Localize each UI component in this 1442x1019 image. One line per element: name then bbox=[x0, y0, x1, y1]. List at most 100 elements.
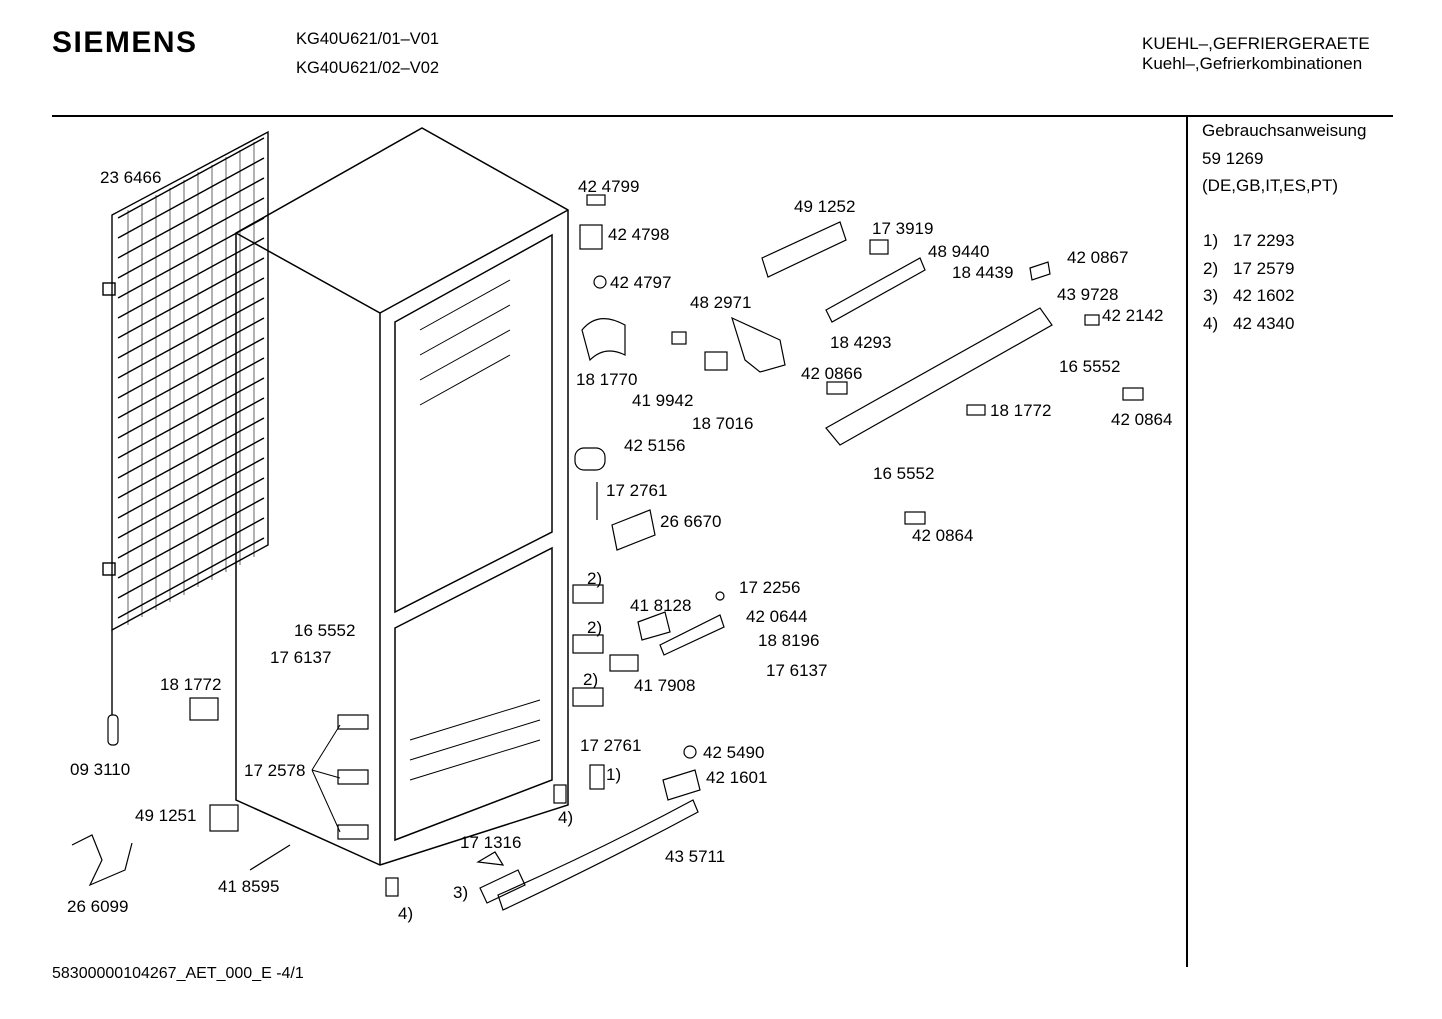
part-label: 17 3919 bbox=[872, 219, 933, 238]
part-label: 2) bbox=[583, 670, 598, 689]
part-shape bbox=[337, 769, 369, 785]
model-number-2: KG40U621/02–V02 bbox=[296, 59, 440, 77]
part-label: 42 0864 bbox=[912, 526, 973, 545]
part-label: 18 7016 bbox=[692, 414, 753, 433]
part-label: 43 5711 bbox=[665, 847, 725, 866]
part-label: 3) bbox=[453, 883, 468, 902]
part-label: 16 5552 bbox=[873, 464, 934, 483]
note-part: 42 4340 bbox=[1233, 314, 1295, 333]
part-shape bbox=[479, 869, 526, 904]
part-label: 48 9440 bbox=[928, 242, 989, 261]
part-label: 18 4439 bbox=[952, 263, 1013, 282]
part-label: 17 2761 bbox=[580, 736, 641, 755]
part-label: 17 2256 bbox=[739, 578, 800, 597]
part-label: 2) bbox=[587, 618, 602, 637]
part-label: 4) bbox=[558, 808, 573, 827]
part-label: 42 5490 bbox=[703, 743, 764, 762]
part-shape bbox=[966, 404, 986, 416]
model-number-1: KG40U621/01–V01 bbox=[296, 30, 440, 48]
part-shape bbox=[385, 877, 399, 897]
part-shape bbox=[593, 275, 607, 289]
part-label: 42 4797 bbox=[610, 273, 671, 292]
part-label: 42 0644 bbox=[746, 607, 807, 626]
part-label: 17 1316 bbox=[460, 833, 521, 852]
part-label: 18 1772 bbox=[990, 401, 1051, 420]
part-shape bbox=[579, 224, 603, 250]
part-label: 42 0866 bbox=[801, 364, 862, 383]
manual-number: 59 1269 bbox=[1202, 149, 1264, 168]
note-number: 3) bbox=[1203, 286, 1219, 305]
part-shape bbox=[904, 511, 926, 525]
part-label: 26 6670 bbox=[660, 512, 721, 531]
part-label: 41 8128 bbox=[630, 596, 691, 615]
part-label: 42 5156 bbox=[624, 436, 685, 455]
part-label: 41 9942 bbox=[632, 391, 693, 410]
header-divider bbox=[52, 115, 1393, 117]
part-shape bbox=[609, 654, 639, 672]
part-label: 42 0867 bbox=[1067, 248, 1128, 267]
manual-languages: (DE,GB,IT,ES,PT) bbox=[1202, 176, 1339, 195]
part-shape bbox=[1084, 314, 1100, 326]
part-shape bbox=[761, 221, 847, 278]
part-shape bbox=[337, 824, 369, 840]
part-label: 49 1252 bbox=[794, 197, 855, 216]
part-shape bbox=[189, 697, 219, 721]
part-label: 42 4799 bbox=[578, 177, 639, 196]
note-number: 4) bbox=[1203, 314, 1219, 333]
part-shape bbox=[311, 724, 341, 833]
manual-title: Gebrauchsanweisung bbox=[1202, 121, 1367, 140]
parts-group bbox=[71, 194, 1144, 911]
part-shape bbox=[574, 447, 606, 471]
part-label: 42 4798 bbox=[608, 225, 669, 244]
part-shape bbox=[476, 851, 505, 866]
part-label: 17 6137 bbox=[766, 661, 827, 680]
part-label: 42 1601 bbox=[706, 768, 767, 787]
part-shape bbox=[715, 591, 725, 601]
part-shape bbox=[869, 239, 889, 255]
note-number: 1) bbox=[1203, 231, 1219, 250]
condenser-coil bbox=[102, 130, 269, 715]
note-number: 2) bbox=[1203, 259, 1219, 278]
part-shape bbox=[71, 834, 133, 887]
brand-logo: SIEMENS bbox=[52, 26, 198, 59]
part-label: 48 2971 bbox=[690, 293, 751, 312]
part-shape bbox=[826, 381, 848, 395]
part-shape bbox=[586, 194, 606, 206]
part-label: 09 3110 bbox=[70, 760, 130, 779]
part-shape bbox=[572, 634, 604, 654]
part-shape bbox=[611, 509, 656, 551]
part-shape bbox=[209, 804, 239, 832]
part-shape bbox=[704, 351, 728, 371]
cabinet bbox=[235, 127, 569, 866]
part-shape bbox=[572, 584, 604, 604]
part-label: 41 8595 bbox=[218, 877, 279, 896]
part-labels: 23 6466 42 4799 42 4798 42 4797 48 2971 … bbox=[67, 168, 1172, 923]
part-shape bbox=[683, 745, 697, 759]
part-label: 42 2142 bbox=[1102, 306, 1163, 325]
part-label: 17 6137 bbox=[270, 648, 331, 667]
part-label: 23 6466 bbox=[100, 168, 161, 187]
part-shape bbox=[572, 687, 604, 707]
part-shape bbox=[671, 331, 687, 345]
part-label: 18 4293 bbox=[830, 333, 891, 352]
part-shape bbox=[825, 257, 926, 323]
part-shape bbox=[589, 764, 605, 790]
note-part: 17 2579 bbox=[1233, 259, 1295, 278]
part-label: 16 5552 bbox=[1059, 357, 1120, 376]
category-subtitle: Kuehl–,Gefrierkombinationen bbox=[1142, 54, 1363, 73]
part-shape bbox=[1029, 261, 1051, 281]
note-part: 17 2293 bbox=[1233, 231, 1295, 250]
part-shape bbox=[731, 316, 786, 373]
part-label: 18 1772 bbox=[160, 675, 221, 694]
part-label: 26 6099 bbox=[67, 897, 128, 916]
part-label: 2) bbox=[587, 569, 602, 588]
part-shape bbox=[107, 714, 119, 746]
part-shape bbox=[659, 614, 725, 656]
note-part: 42 1602 bbox=[1233, 286, 1295, 305]
part-shape bbox=[637, 611, 671, 641]
part-label: 42 0864 bbox=[1111, 410, 1172, 429]
part-shape bbox=[581, 318, 626, 362]
part-shape bbox=[662, 769, 701, 801]
part-shape bbox=[249, 844, 291, 871]
